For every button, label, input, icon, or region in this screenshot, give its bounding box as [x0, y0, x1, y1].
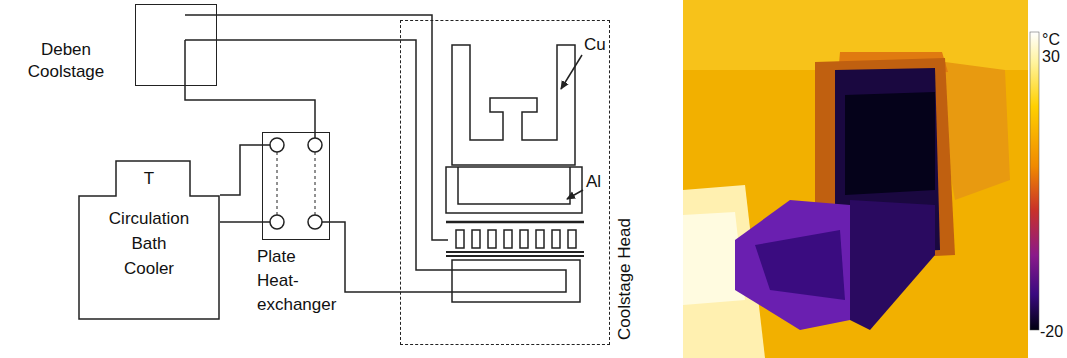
pipe [185, 15, 217, 86]
fin [568, 230, 576, 248]
head-region: Coolstage Head [400, 20, 610, 345]
scale-value: -20 [1040, 322, 1063, 342]
node-label: Coolstage Head [614, 218, 636, 340]
copper-part [452, 45, 575, 165]
heat-exchanger-box: Plate Heat- exchanger [262, 132, 330, 240]
port [270, 138, 284, 152]
fin [520, 230, 528, 248]
port [308, 215, 322, 229]
aluminium-part [446, 167, 582, 213]
symbol-label: T [78, 168, 220, 190]
base-block [452, 260, 580, 302]
colorbar [1030, 32, 1039, 330]
thermal-object [850, 200, 935, 330]
part-label: Al [586, 172, 601, 192]
port [308, 138, 322, 152]
leader-line [567, 190, 583, 199]
thermal-object [735, 200, 850, 330]
colorbar-panel [1028, 0, 1067, 358]
fin [536, 230, 544, 248]
cooler-outline [79, 161, 219, 319]
coolant-pipe [220, 221, 262, 223]
pipe [262, 132, 330, 222]
fin [472, 230, 480, 248]
plate [446, 252, 584, 256]
plate [446, 221, 584, 224]
aluminium-part [458, 167, 570, 204]
thermal-image [683, 0, 1067, 358]
scale-value: 30 [1042, 47, 1060, 67]
leader-line [561, 55, 582, 89]
plate-channel [277, 152, 315, 215]
coolant-pipe [220, 145, 262, 195]
node-label: Circulation Bath Cooler [106, 206, 192, 281]
part-label: Cu [584, 35, 606, 55]
port [270, 215, 284, 229]
fin [456, 230, 464, 248]
coolant-pipe [185, 86, 315, 132]
cooler-box: T Circulation Bath Cooler [78, 160, 220, 320]
fin [552, 230, 560, 248]
node-label: Deben Coolstage [11, 39, 121, 83]
unit-label: °C [1042, 30, 1060, 50]
coolstage-box: Deben Coolstage [135, 4, 217, 86]
fin [504, 230, 512, 248]
thermal-object [845, 92, 935, 195]
node-label: Plate Heat- exchanger [257, 245, 339, 317]
thermal-object [755, 230, 845, 300]
thermal-ground [683, 0, 1028, 358]
coolant-pipe [217, 39, 400, 41]
coolant-pipe [330, 222, 400, 292]
fin [488, 230, 496, 248]
